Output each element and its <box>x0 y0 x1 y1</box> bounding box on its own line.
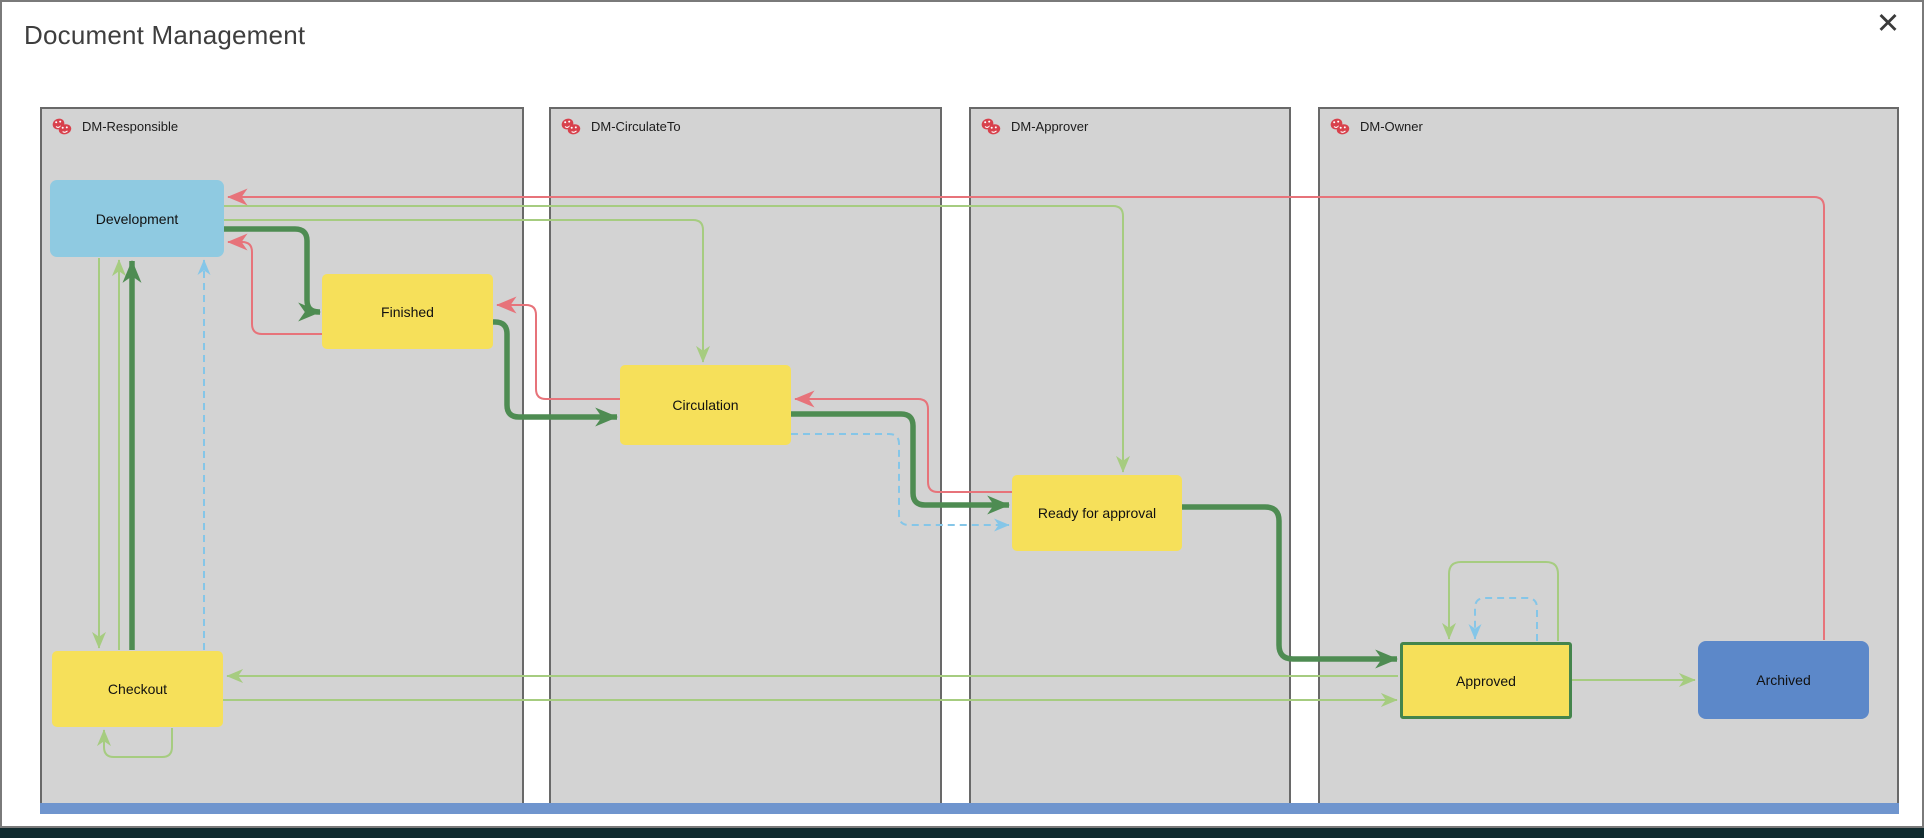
node-label: Finished <box>381 303 434 320</box>
lane-header: DM-Responsible <box>42 109 522 144</box>
close-icon[interactable]: ✕ <box>1875 8 1901 40</box>
lane-dm-approver: DM-Approver <box>969 107 1291 812</box>
lane-label: DM-Approver <box>1011 119 1089 134</box>
lane-header: DM-Owner <box>1320 109 1897 144</box>
node-development[interactable]: Development <box>50 180 224 257</box>
node-label: Archived <box>1756 672 1811 688</box>
node-label: Checkout <box>107 681 168 697</box>
lane-label: DM-CirculateTo <box>591 119 681 134</box>
theater-masks-icon <box>561 118 581 135</box>
node-ready-for-approval[interactable]: Ready for approval <box>1012 475 1182 551</box>
node-label: Ready for approval <box>1037 505 1157 521</box>
node-finished[interactable]: Finished <box>322 274 493 349</box>
lane-header: DM-CirculateTo <box>551 109 940 144</box>
node-archived[interactable]: Archived <box>1698 641 1869 719</box>
lane-label: DM-Responsible <box>82 119 179 134</box>
theater-masks-icon <box>1330 118 1350 135</box>
lane-label: DM-Owner <box>1360 119 1423 134</box>
lane-dm-circulateto: DM-CirculateTo <box>549 107 942 812</box>
node-checkout[interactable]: Checkout <box>52 651 223 727</box>
theater-masks-icon <box>981 118 1001 135</box>
node-circulation[interactable]: Circulation <box>620 365 791 445</box>
horizontal-scrollbar[interactable] <box>40 803 1899 814</box>
theater-masks-icon <box>52 118 72 135</box>
dialog-title: Document Management <box>24 20 306 50</box>
node-label: Development <box>95 210 179 227</box>
node-label: Approved <box>1456 672 1516 689</box>
node-label: Circulation <box>672 397 739 413</box>
node-approved[interactable]: Approved <box>1400 642 1572 719</box>
lane-header: DM-Approver <box>971 109 1289 144</box>
